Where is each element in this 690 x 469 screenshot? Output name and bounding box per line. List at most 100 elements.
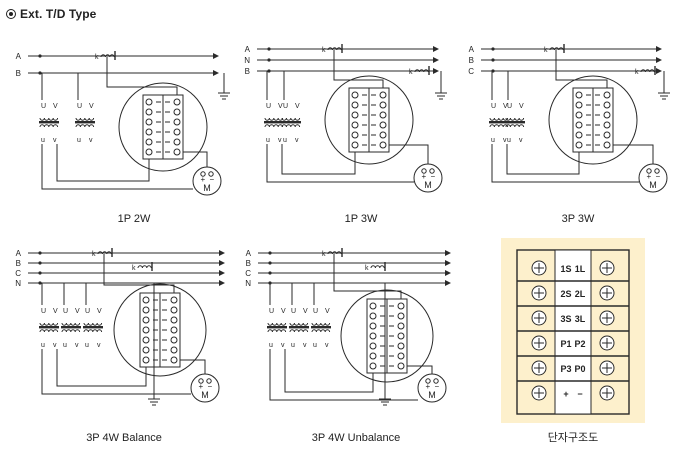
wire-pt-return — [266, 144, 414, 183]
wire-device-to-meter — [183, 151, 208, 167]
pt-secondary-label: v — [89, 137, 93, 144]
pt-secondary-label: u — [269, 342, 273, 349]
pt-core — [489, 121, 509, 124]
current-transformer: k — [322, 248, 343, 258]
pt-primary-label: V — [89, 103, 94, 110]
caption-terminal-block: 단자구조도 — [548, 431, 599, 444]
pt-secondary-label: u — [313, 342, 317, 349]
line-arrow-icon — [445, 280, 451, 286]
junction-dot — [38, 261, 42, 265]
screw-icon — [142, 336, 150, 344]
pt-core — [39, 121, 59, 124]
screw-icon — [173, 108, 181, 116]
line-label: A — [245, 45, 251, 54]
screw-icon — [379, 131, 387, 139]
section-heading: Ext. T/D Type — [6, 6, 96, 22]
screw-icon — [369, 302, 377, 310]
wire-ct-to-device — [106, 57, 178, 95]
ct-label: k — [409, 69, 413, 76]
screw-icon — [170, 346, 178, 354]
transformer-winding — [289, 329, 309, 333]
transformer-winding — [289, 322, 309, 326]
screw-icon — [170, 326, 178, 334]
screw-icon — [145, 138, 153, 146]
screw-icon — [575, 91, 583, 99]
current-transformer: k — [95, 51, 116, 61]
ct-label: k — [92, 251, 96, 258]
screw-icon — [142, 306, 150, 314]
pt-primary-label: V — [325, 308, 330, 315]
screw-icon — [397, 322, 405, 330]
transformer-winding — [39, 124, 59, 128]
current-transformer: k — [365, 262, 386, 272]
terminal-label-left: + — [563, 389, 568, 399]
pt-secondary-label: u — [41, 342, 45, 349]
pt-secondary-label: v — [278, 137, 282, 144]
screw-icon — [397, 302, 405, 310]
transducer-device — [548, 75, 638, 165]
screw-icon — [170, 356, 178, 364]
junction-dot — [38, 54, 42, 58]
meter-icon: +−M — [413, 163, 443, 193]
wire-pt-return — [41, 349, 191, 395]
screw-icon — [379, 121, 387, 129]
pt-secondary-label: v — [303, 342, 307, 349]
device-outline — [118, 82, 208, 172]
screw-icon — [145, 118, 153, 126]
screw-icon — [170, 316, 178, 324]
pt-primary-label: U — [291, 308, 296, 315]
screw-icon — [351, 111, 359, 119]
current-transformer: k — [132, 262, 153, 272]
current-transformer: k — [409, 66, 430, 76]
wire-pt-to-device — [284, 349, 374, 393]
pt-primary-label: U — [507, 103, 512, 110]
meter-symbol: M — [428, 390, 436, 400]
screw-icon — [173, 98, 181, 106]
transformer-winding — [549, 47, 564, 51]
junction-dot — [38, 281, 42, 285]
pt-core — [281, 121, 301, 124]
meter-icon: +−M — [192, 166, 222, 196]
line-arrow-icon — [445, 250, 451, 256]
wire-pt-return — [41, 144, 193, 190]
meter-plus: + — [426, 382, 431, 391]
meter-minus: − — [210, 175, 215, 184]
transducer-device — [324, 75, 414, 165]
pt-secondary-label: u — [283, 137, 287, 144]
line-arrow-icon — [433, 68, 439, 74]
pt-primary-label: V — [503, 103, 508, 110]
screw-icon — [170, 336, 178, 344]
pt-core — [505, 121, 525, 124]
junction-dot — [268, 271, 272, 275]
transformer-winding — [414, 69, 429, 73]
wire-ct-to-device — [333, 254, 402, 299]
device-outline — [340, 289, 434, 383]
meter-terminal — [206, 378, 212, 384]
pt-secondary-label: v — [503, 137, 507, 144]
ground-icon — [658, 88, 670, 100]
wire-pt-to-device — [56, 349, 147, 387]
transformer-winding — [281, 117, 301, 121]
pt-primary-label: V — [278, 103, 283, 110]
wire-ct-to-device — [333, 50, 384, 88]
pt-primary-label: U — [491, 103, 496, 110]
pt-secondary-label: v — [75, 342, 79, 349]
line-arrow-icon — [213, 53, 219, 59]
screw-icon — [397, 342, 405, 350]
line-label: A — [16, 52, 22, 61]
meter-plus: + — [422, 172, 427, 181]
pt-primary-label: V — [75, 308, 80, 315]
line-label: A — [469, 45, 475, 54]
pt-secondary-label: u — [266, 137, 270, 144]
meter-symbol: M — [424, 180, 432, 190]
device-outline — [113, 283, 207, 377]
pt-primary-label: V — [97, 308, 102, 315]
meter-terminal — [200, 171, 206, 177]
meter-terminal — [654, 168, 660, 174]
transformer-winding — [75, 117, 95, 121]
wire-device-to-meter — [389, 144, 429, 164]
